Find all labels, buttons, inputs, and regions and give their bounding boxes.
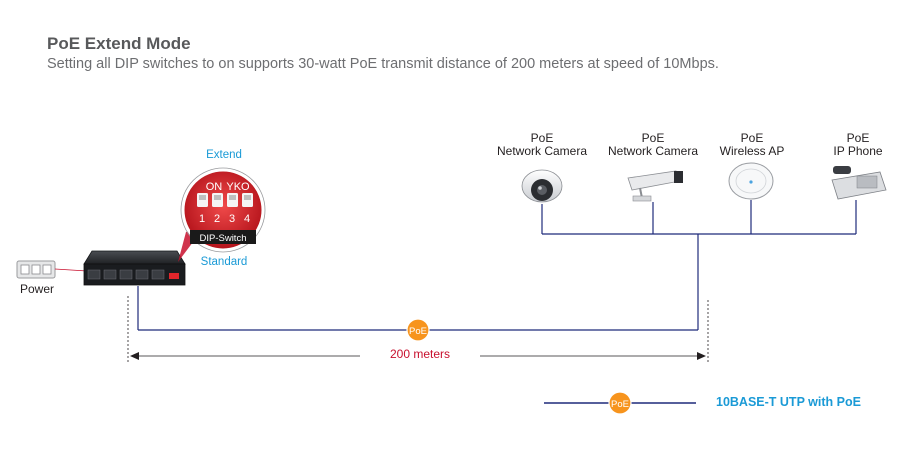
device-label-camera-2: PoE Network Camera [591, 132, 715, 158]
dip-switch-callout [178, 167, 266, 262]
power-label: Power [19, 282, 54, 296]
dip-extend-label: Extend [206, 149, 242, 161]
device-label-line1: PoE [740, 131, 764, 145]
ip-phone-icon [831, 166, 887, 200]
poe-badge [406, 318, 430, 342]
poe-switch-icon [83, 250, 186, 286]
legend-badge-text: PoE [611, 399, 629, 410]
page-title: PoE Extend Mode [47, 34, 191, 53]
device-label-ip-phone: PoE IP Phone [818, 132, 898, 158]
device-label-wireless-ap: PoE Wireless AP [702, 132, 802, 158]
power-cord [54, 268, 88, 272]
device-label-line2: Wireless AP [719, 144, 785, 158]
bullet-camera-icon [627, 170, 683, 202]
distance-label: 200 meters [360, 347, 480, 361]
device-label-line2: Network Camera [607, 144, 699, 158]
power-outlet-icon [16, 260, 56, 279]
dip-standard-label: Standard [200, 256, 248, 268]
page-subtitle: Setting all DIP switches to on supports … [47, 56, 719, 72]
dip-oko-label: YKO [226, 181, 250, 193]
legend-label: 10BASE-T UTP with PoE [716, 395, 861, 409]
device-label-line2: IP Phone [833, 144, 883, 158]
device-label-line1: PoE [641, 131, 665, 145]
legend-line [544, 391, 696, 415]
device-label-camera-1: PoE Network Camera [480, 132, 604, 158]
device-label-line1: PoE [530, 131, 554, 145]
device-label-line2: Network Camera [496, 144, 588, 158]
dip-number-2: 2 [214, 213, 220, 225]
dome-camera-icon [521, 169, 563, 203]
dip-number-1: 1 [199, 213, 205, 225]
dip-number-3: 3 [229, 213, 235, 225]
dip-on-label: ON [206, 181, 223, 193]
dip-caption: DIP-Switch [200, 233, 247, 244]
device-label-line1: PoE [846, 131, 870, 145]
wireless-ap-icon [728, 162, 774, 200]
poe-badge-text: PoE [409, 326, 427, 337]
dip-number-4: 4 [244, 213, 250, 225]
